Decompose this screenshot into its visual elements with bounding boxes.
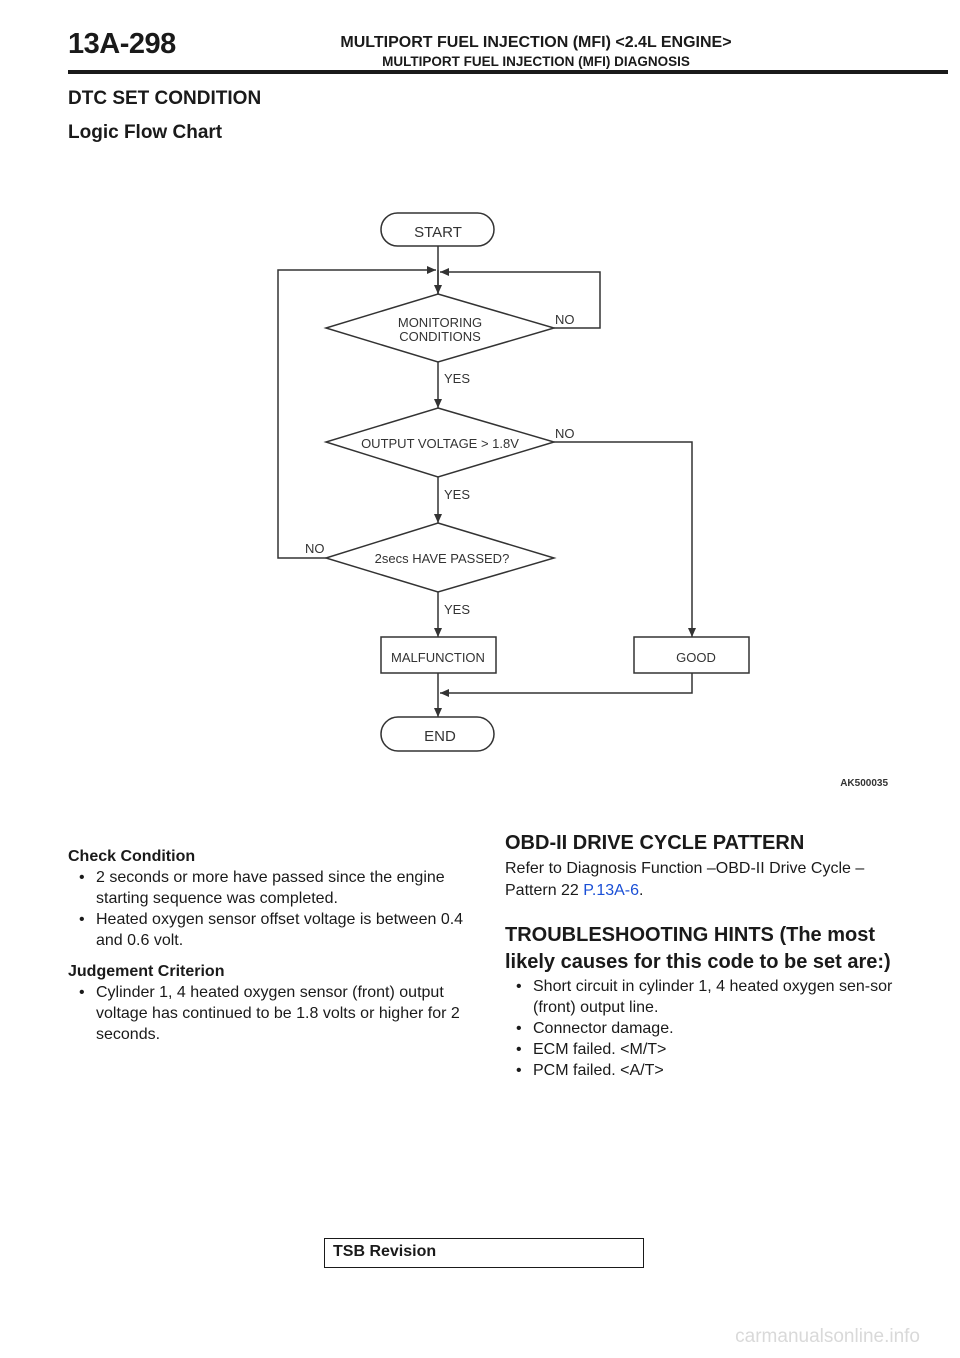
obd-drive-cycle-text: Refer to Diagnosis Function –OBD-II Driv… xyxy=(505,858,917,902)
yes-label: YES xyxy=(444,602,470,617)
time-passed-decision xyxy=(323,522,557,593)
end-terminal xyxy=(380,716,495,752)
no-label: NO xyxy=(305,541,325,556)
no-label: NO xyxy=(555,426,575,441)
check-condition-heading: Check Condition xyxy=(68,848,196,865)
figure-code: AK500035 xyxy=(840,778,888,789)
flow-line xyxy=(440,268,601,329)
section-heading: DTC SET CONDITION xyxy=(68,88,262,109)
period: . xyxy=(639,882,644,899)
page-number: 13A-298 xyxy=(68,28,176,60)
header-subtitle: MULTIPORT FUEL INJECTION (MFI) DIAGNOSIS xyxy=(382,54,690,69)
output-voltage-decision xyxy=(323,407,557,478)
no-label: NO xyxy=(555,312,575,327)
subsection-heading: Logic Flow Chart xyxy=(68,122,223,143)
list-item: Cylinder 1, 4 heated oxygen sensor (fron… xyxy=(79,982,480,1045)
monitoring-label-line2: CONDITIONS xyxy=(399,329,481,344)
list-item: Short circuit in cylinder 1, 4 heated ox… xyxy=(516,976,917,1018)
malfunction-box xyxy=(380,636,497,674)
tsb-revision-label: TSB Revision xyxy=(333,1243,437,1260)
check-condition-list: 2 seconds or more have passed since the … xyxy=(68,867,480,951)
page-reference-link[interactable]: P.13A-6 xyxy=(583,882,640,899)
time-passed-label: 2secs HAVE PASSED? xyxy=(375,551,510,566)
list-item: Connector damage. xyxy=(516,1018,917,1039)
monitoring-label-line1: MONITORING xyxy=(398,315,482,330)
malfunction-label: MALFUNCTION xyxy=(391,650,485,665)
list-item: 2 seconds or more have passed since the … xyxy=(79,867,480,909)
troubleshooting-hints-heading: TROUBLESHOOTING HINTS (The most likely c… xyxy=(505,924,891,973)
watermark: carmanualsonline.info xyxy=(735,1326,920,1347)
end-label: END xyxy=(424,728,456,745)
tsb-revision-box: TSB Revision xyxy=(324,1238,644,1268)
obd-drive-cycle-heading: OBD-II DRIVE CYCLE PATTERN xyxy=(505,832,805,854)
start-label: START xyxy=(414,224,462,241)
good-label: GOOD xyxy=(676,650,716,665)
list-item: Heated oxygen sensor offset voltage is b… xyxy=(79,909,480,951)
flow-line xyxy=(554,441,696,637)
flow-line xyxy=(277,266,436,559)
start-terminal xyxy=(380,212,495,247)
obd-drive-cycle-body: Refer to Diagnosis Function –OBD-II Driv… xyxy=(505,860,865,899)
good-box xyxy=(633,636,750,674)
right-column: OBD-II DRIVE CYCLE PATTERN Refer to Diag… xyxy=(505,830,917,1091)
monitoring-conditions-decision xyxy=(323,293,557,363)
logic-flow-chart: START MONITORING CONDITIONS NO YES OUTPU… xyxy=(277,212,888,789)
yes-label: YES xyxy=(444,487,470,502)
header-rule xyxy=(68,70,948,74)
list-item: ECM failed. <M/T> xyxy=(516,1039,917,1060)
troubleshooting-hints-list: Short circuit in cylinder 1, 4 heated ox… xyxy=(505,976,917,1081)
judgement-criterion-list: Cylinder 1, 4 heated oxygen sensor (fron… xyxy=(68,982,480,1045)
list-item: PCM failed. <A/T> xyxy=(516,1060,917,1081)
yes-label: YES xyxy=(444,371,470,386)
header-title: MULTIPORT FUEL INJECTION (MFI) <2.4L ENG… xyxy=(340,34,732,51)
output-voltage-label: OUTPUT VOLTAGE > 1.8V xyxy=(361,436,519,451)
judgement-criterion-heading: Judgement Criterion xyxy=(68,963,225,980)
flow-line xyxy=(440,673,693,697)
left-column: Check Condition 2 seconds or more have p… xyxy=(68,846,480,1055)
